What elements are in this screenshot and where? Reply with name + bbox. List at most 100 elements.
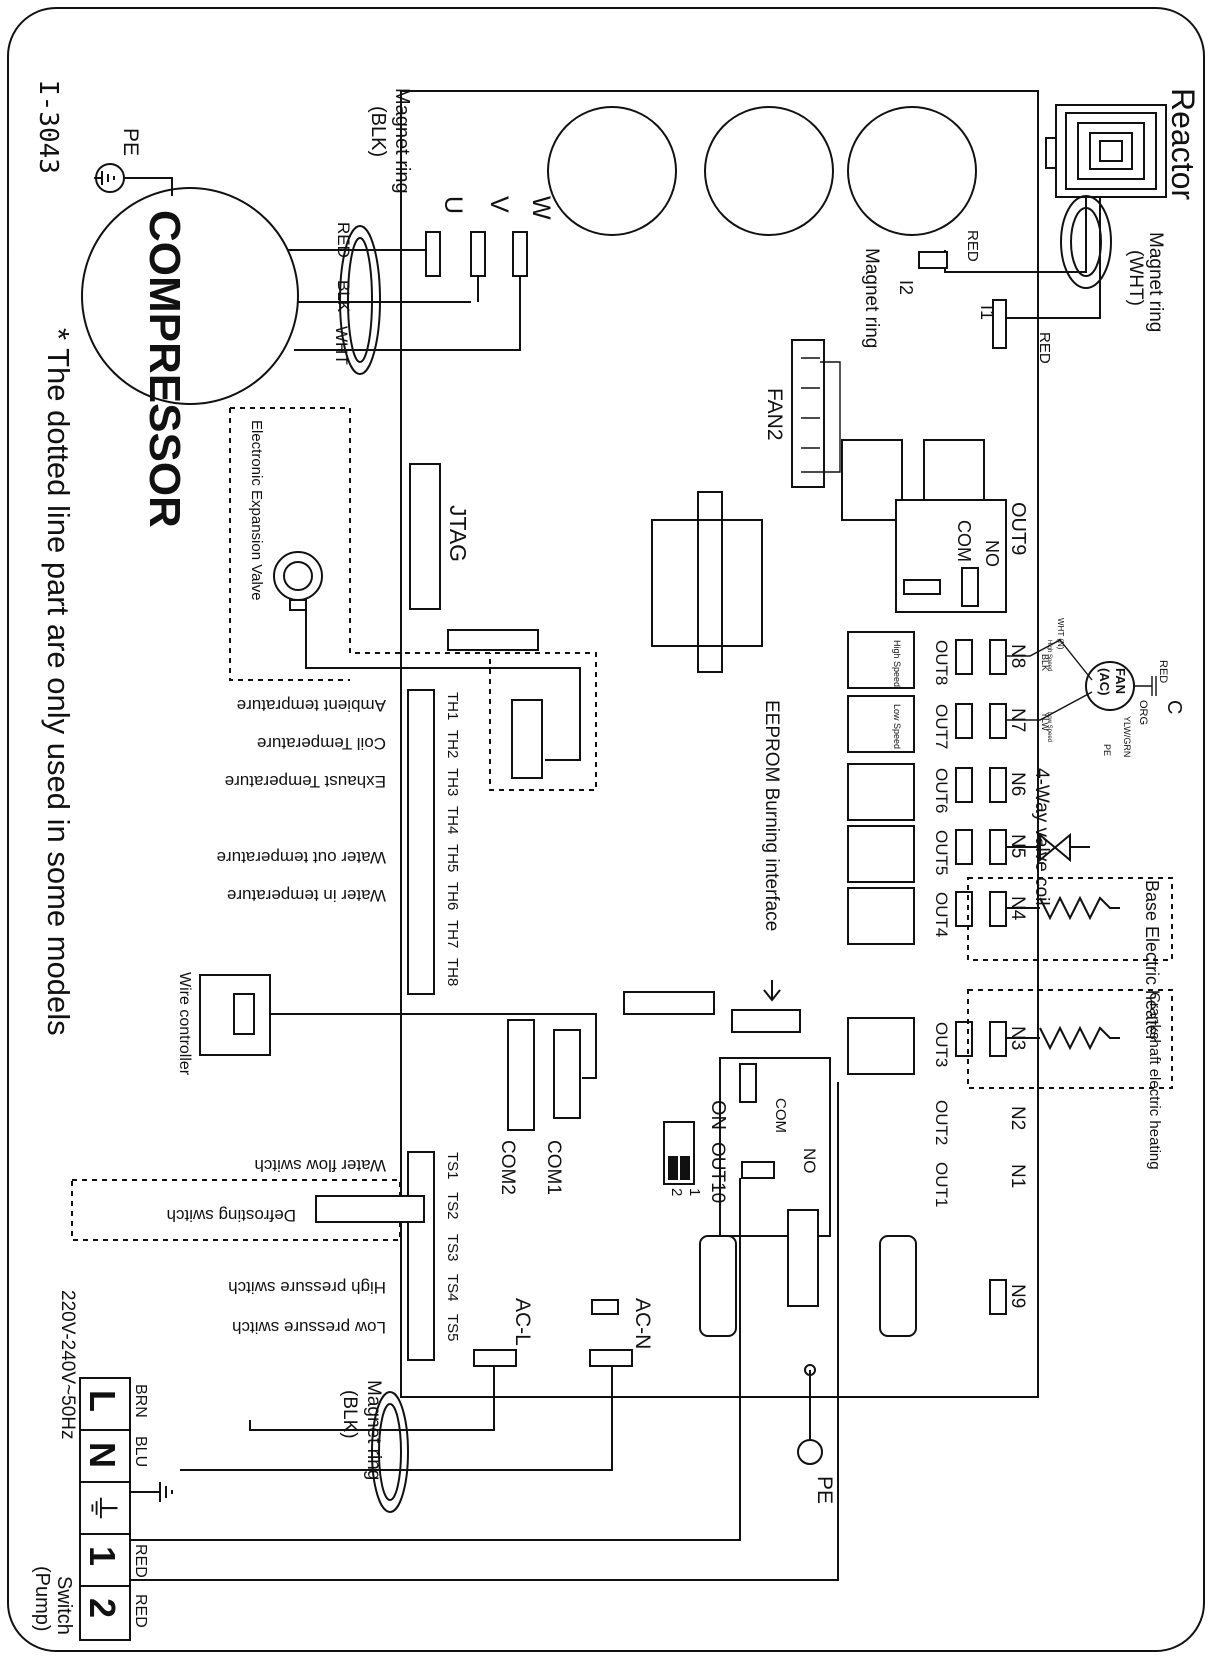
out-label-group: OUT8 OUT7 OUT6 OUT5 OUT4 OUT3 OUT2 OUT1: [932, 640, 951, 1207]
compressor-wires: [288, 249, 521, 351]
fan2-connector: [791, 339, 825, 488]
power-magnet-ring-inner: [378, 1403, 402, 1501]
ac-l-terminal: [473, 1349, 517, 1367]
fan-ac-red: RED: [1157, 660, 1169, 683]
wire-controller-cable: [270, 1013, 597, 1079]
crank-heater-icon: [1006, 1025, 1120, 1051]
n1-label: N1: [1007, 1164, 1028, 1188]
dotted-line-note: * The dotted line part are only used in …: [41, 328, 76, 1036]
expansion-valve-icon: [273, 551, 323, 601]
reactor-winding-3: [1089, 132, 1133, 170]
th1-label: TH1: [444, 692, 461, 720]
fan-ac-high-speed: High Speed: [1046, 640, 1052, 671]
w-label: W: [527, 196, 555, 220]
ac-n-terminal: [589, 1349, 633, 1367]
power-wires: [120, 1082, 839, 1581]
n9-label: N9: [1007, 1284, 1028, 1308]
out10-on: ON: [707, 1100, 729, 1130]
out1-label: OUT1: [932, 1162, 951, 1207]
pcb-board: [400, 90, 1039, 1398]
fan-ac-org: ORG: [1137, 700, 1149, 725]
coil-temp-desc: Coil Temperature: [257, 734, 386, 753]
power-terminal-block: [79, 1377, 131, 1641]
out3-label: OUT3: [932, 1022, 951, 1067]
ts3-label: TS3: [444, 1234, 461, 1262]
ac-n-label: AC-N: [631, 1298, 654, 1349]
mcu-chip: [651, 519, 763, 647]
pe-label: PE: [813, 1476, 836, 1504]
n9-terminal: [989, 1279, 1007, 1315]
out9-no: NO: [982, 540, 1002, 567]
compressor-label: COMPRESSOR: [140, 210, 189, 528]
relay-out4: [847, 887, 915, 945]
i1-terminal: [992, 299, 1007, 349]
ts-label-group: TS1 TS2 TS3 TS4 TS5: [444, 1152, 461, 1342]
out10-com: COM: [772, 1098, 789, 1133]
compressor-pe-label: PE: [119, 128, 142, 156]
i2-label: I2: [896, 280, 916, 295]
ground-symbol: [130, 1482, 173, 1502]
high-pressure-switch-desc: High pressure switch: [228, 1278, 386, 1297]
th-connector-strip: [407, 689, 435, 995]
fan-ac-label-top: FAN: [1113, 668, 1128, 694]
com1-connector: [553, 1029, 581, 1119]
eeprom-label: EEPROM Burning interface: [761, 700, 782, 931]
doc-id: I-3043: [33, 80, 63, 174]
component-strip-2: [623, 991, 715, 1015]
wire-red-2: RED: [132, 1594, 149, 1628]
relay-out7: [847, 695, 915, 753]
terminal-ground: ⏚: [85, 1492, 121, 1524]
ts5-label: TS5: [444, 1314, 461, 1342]
capacitor-3: [547, 106, 677, 236]
wire-brn: BRN: [132, 1384, 149, 1418]
compressor-ring-color: (BLK): [367, 106, 389, 157]
expansion-valve-label: Electronic Expansion Valve: [248, 420, 265, 601]
ambient-temp-desc: Ambient temprature: [237, 696, 386, 715]
base-heater-label: Base Electric heater: [1142, 880, 1162, 1041]
out4-terminal: [955, 891, 973, 927]
defrosting-switch-lead: [315, 1195, 425, 1223]
i2-terminal: [918, 251, 948, 269]
compressor-magnet-ring-inner: [347, 237, 373, 363]
i2-wire-color: RED: [964, 230, 981, 262]
th8-label: TH8: [444, 958, 461, 986]
pe-icon: [797, 1439, 823, 1465]
fan-ac-wires: [1006, 639, 1157, 721]
n-label-group: N8 N7 N6 N5 N4 N3 N2 N1 N9: [1007, 644, 1028, 1308]
reactor-ring-color: (WHT): [1125, 250, 1146, 306]
switch-label: Switch: [53, 1576, 75, 1635]
n5-terminal: [989, 829, 1007, 865]
compressor-ring-label: Magnet ring: [391, 88, 413, 194]
i1-wire-color: RED: [1036, 332, 1053, 364]
ac-n-mark: [591, 1299, 619, 1315]
out10-no: NO: [800, 1148, 819, 1174]
out7-terminal: [955, 703, 973, 739]
n6-terminal: [989, 767, 1007, 803]
eeprom-connector: [731, 1009, 801, 1033]
capacitor-1: [847, 106, 977, 236]
com1-label: COM1: [543, 1140, 564, 1195]
mcu-chip-bar: [697, 491, 723, 673]
eeprom-arrow: [763, 980, 781, 1002]
out6-label: OUT6: [932, 768, 951, 813]
u-terminal: [425, 231, 441, 277]
fan-ac-pe: PE: [1102, 744, 1112, 756]
expansion-valve-cable: [305, 610, 581, 761]
expansion-valve-dotted-box: [229, 407, 597, 791]
power-magnet-ring: [371, 1391, 409, 1513]
out6-terminal: [955, 767, 973, 803]
ts1-label: TS1: [444, 1152, 461, 1180]
expansion-valve-stem: [289, 599, 307, 611]
fan2-bracket: [820, 361, 841, 473]
wire-controller: [199, 974, 271, 1056]
fan2-label: FAN2: [763, 388, 786, 441]
relay-blocks: [847, 631, 915, 1075]
out3-terminal: [955, 1021, 973, 1057]
reactor-winding-2: [1077, 122, 1145, 180]
compressor-wire-wht: WHT: [332, 326, 351, 365]
reactor-label: Reactor: [1165, 88, 1201, 200]
relay-out3: [847, 1017, 915, 1075]
out9-com-terminal: [903, 579, 941, 595]
fan-ac-label-bottom: (AC): [1097, 668, 1112, 695]
com2-connector: [507, 1019, 535, 1131]
